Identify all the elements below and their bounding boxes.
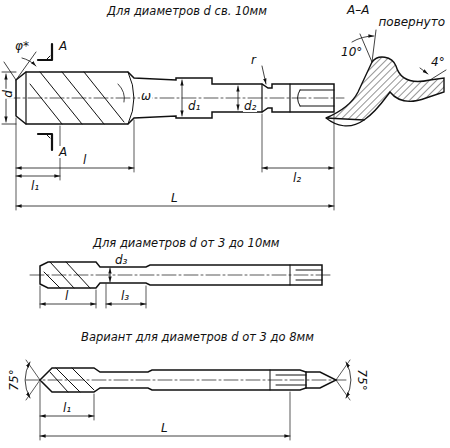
angle-label: 75°	[356, 368, 368, 391]
angle-label: 4°	[430, 56, 446, 68]
dimension-label: l₂	[292, 172, 302, 184]
section-mark: А	[58, 146, 68, 158]
dimension-label: l₃	[120, 290, 130, 302]
dimension-label: L	[160, 422, 169, 434]
countersink-small	[30, 262, 332, 308]
angle-label: 75°	[8, 368, 20, 391]
section-note: повернуто	[377, 16, 446, 28]
view-heading: Для диаметров d от 3 до 10мм	[92, 238, 281, 250]
countersink-variant	[25, 360, 351, 440]
view-heading: Для диаметров d св. 10мм	[106, 6, 268, 18]
dimension-label: l	[64, 290, 69, 302]
dimension-label: d	[2, 89, 14, 99]
section-mark: А	[58, 40, 68, 52]
dimension-label: d₃	[114, 254, 128, 266]
dimension-label: l₁	[30, 180, 40, 192]
countersink-large	[2, 44, 344, 210]
radius-label: r	[250, 54, 257, 66]
dimension-label: L	[170, 192, 179, 204]
angle-label: φ*	[14, 40, 30, 52]
dimension-label: l	[82, 154, 87, 166]
dimension-label: d₂	[243, 100, 257, 112]
dimension-label: l₁	[62, 402, 72, 414]
view-heading: Вариант для диаметров d от 3 до 8мм	[80, 332, 315, 344]
angle-label: ω	[140, 90, 152, 102]
section-view	[326, 30, 446, 126]
section-title: А–А	[346, 4, 370, 16]
dimension-label: d₁	[187, 100, 201, 112]
angle-label: 10°	[340, 46, 363, 58]
